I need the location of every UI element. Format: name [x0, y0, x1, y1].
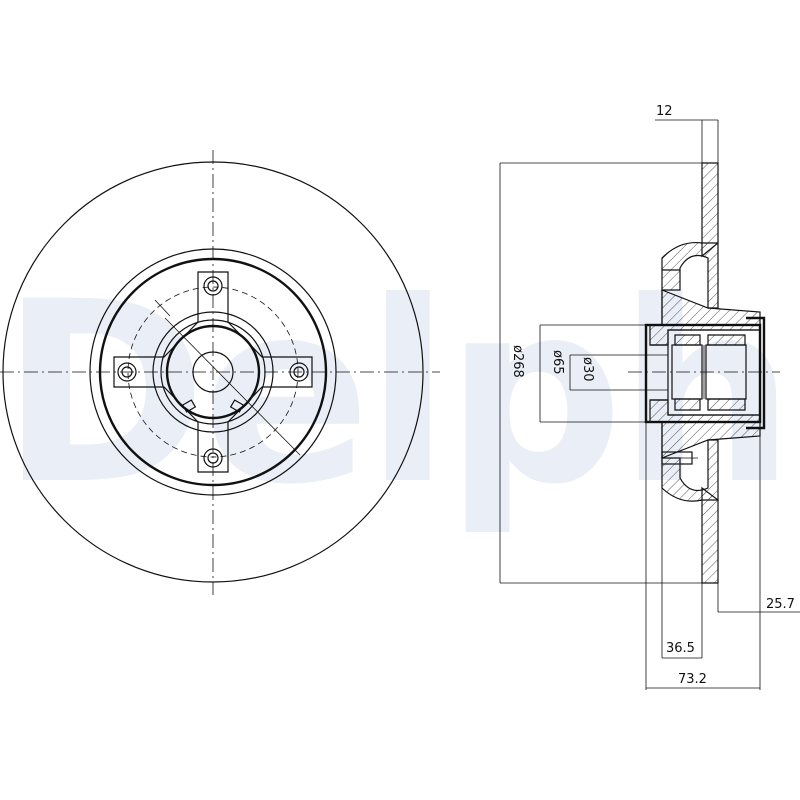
dim-offset: 25.7 — [717, 436, 800, 613]
section-view: 12 ø268 ø65 ø30 25.7 — [499, 104, 800, 690]
hub-ring-outer — [152, 311, 274, 433]
hat-outer-ring — [89, 248, 337, 496]
front-view — [0, 150, 440, 595]
disc-ring-section-top — [701, 162, 719, 258]
dim-hub-height: 36.5 — [661, 458, 703, 659]
dim-disc-thickness: 12 — [655, 104, 719, 163]
dim-25-7-label: 25.7 — [766, 597, 795, 612]
dim-bore-diameter: ø30 — [569, 354, 668, 391]
dim-centering-diameter: ø65 — [539, 324, 646, 423]
dim-overall-height: 73.2 — [645, 422, 761, 690]
dim-12-label: 12 — [656, 104, 673, 119]
dim-30-label: ø30 — [580, 357, 595, 382]
dim-268-label: ø268 — [510, 345, 525, 378]
hat-inner-ring — [98, 257, 328, 487]
hub-ring-mid — [160, 319, 266, 425]
center-bore — [192, 351, 234, 393]
disc-ring-section-bottom — [701, 486, 719, 584]
disc-outer-edge — [2, 161, 424, 583]
dim-73-2-label: 73.2 — [678, 672, 707, 687]
hub-ring-inner — [165, 324, 261, 420]
bearing — [650, 329, 761, 416]
dim-36-5-label: 36.5 — [666, 641, 695, 656]
dim-outer-diameter: ø268 — [499, 162, 702, 584]
dust-cap — [746, 316, 766, 430]
dim-65-label: ø65 — [550, 350, 565, 375]
bolt-holes — [117, 276, 309, 468]
bolt-circle — [127, 286, 299, 458]
